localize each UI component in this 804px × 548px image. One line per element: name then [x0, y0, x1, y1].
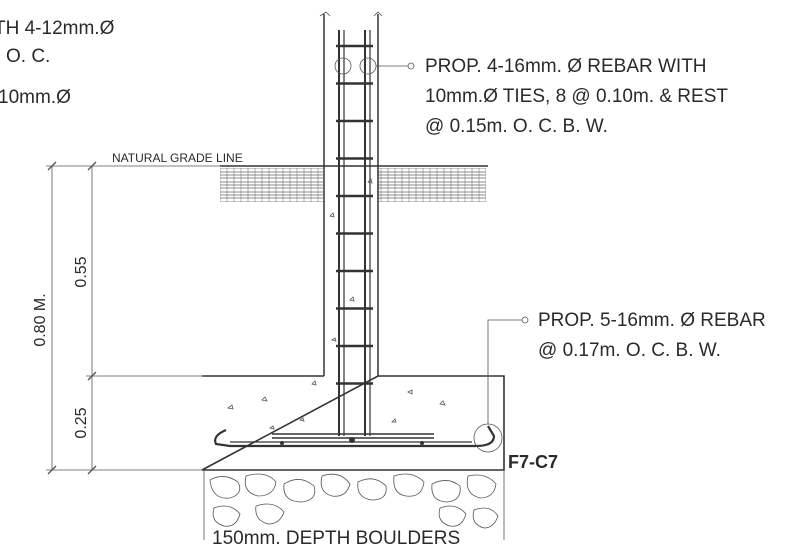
note-line: O. C. — [6, 46, 50, 67]
dimension-upper: 0.55 — [73, 256, 90, 287]
ground-surface — [220, 165, 488, 202]
column — [319, 11, 383, 436]
boulder-layer — [203, 470, 505, 540]
leader-lines — [376, 62, 529, 424]
note-line: PROP. 5-16mm. Ø REBAR — [538, 310, 766, 331]
note-line: 10mm.Ø TIES, 8 @ 0.10m. & REST — [425, 86, 728, 107]
footing — [201, 178, 505, 471]
dimension-lines — [46, 161, 220, 475]
dimension-lower: 0.25 — [73, 407, 90, 438]
note-line: @ 0.17m. O. C. B. W. — [538, 340, 721, 361]
boulders-label: 150mm. DEPTH BOULDERS — [212, 528, 460, 548]
note-line: TH 4-12mm.Ø — [0, 18, 115, 39]
footing-tag: F7-C7 — [508, 452, 558, 472]
dimension-total: 0.80 M. — [32, 293, 49, 346]
natural-grade-label: NATURAL GRADE LINE — [112, 151, 243, 165]
top-left-note: TH 4-12mm.Ø O. C. 10mm.Ø — [0, 18, 115, 108]
note-line: 10mm.Ø — [0, 87, 71, 108]
note-line: PROP. 4-16mm. Ø REBAR WITH — [425, 56, 707, 77]
column-rebar-note: PROP. 4-16mm. Ø REBAR WITH 10mm.Ø TIES, … — [425, 56, 728, 137]
note-line: @ 0.15m. O. C. B. W. — [425, 116, 608, 137]
footing-rebar-note: PROP. 5-16mm. Ø REBAR @ 0.17m. O. C. B. … — [538, 310, 766, 361]
